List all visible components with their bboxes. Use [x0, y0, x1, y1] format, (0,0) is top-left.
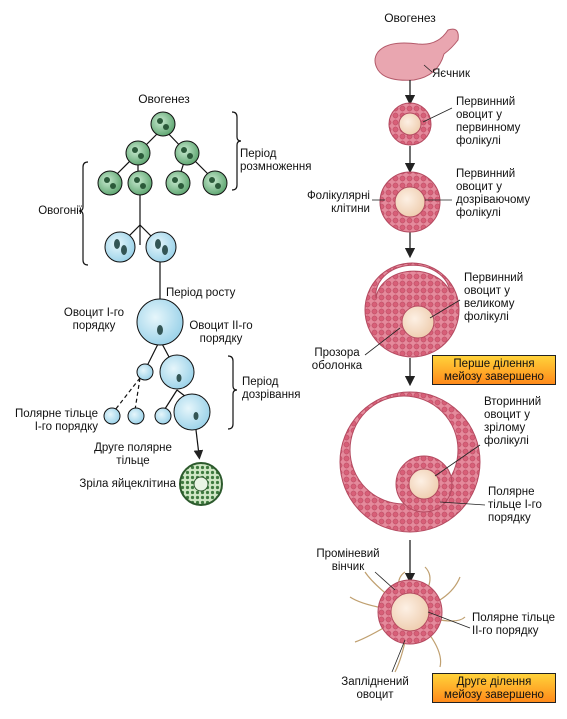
label-polar-body-1-left: Полярне тільце І-го порядку — [14, 408, 98, 433]
label-corona-radiata: Проміневий вінчик — [316, 548, 380, 573]
label-polar-body-2-right: Полярне тільце ІІ-го порядку — [472, 612, 556, 637]
label-secondary-oocyte-mature-follicle: Вторинний овоцит у зрілому фолікулі — [484, 396, 542, 447]
label-polar-body-1-right: Полярне тільце І-го порядку — [488, 486, 542, 524]
pointer-lines — [364, 64, 486, 673]
label-oocyte-2: Овоцит ІІ-го порядку — [189, 320, 253, 345]
ovary-shape — [374, 28, 459, 81]
label-mature-egg: Зріла яйцеклітина — [79, 478, 176, 490]
label-primary-oocyte-maturing-follicle: Первинний овоцит у дозріваючому фолікулі — [456, 168, 531, 219]
label-period-multiplication: Період розмноження — [240, 148, 312, 173]
label-ovary: Яєчник — [432, 68, 470, 80]
label-follicular-cells: Фолікулярні клітини — [306, 190, 370, 215]
left-nuclei — [104, 118, 221, 420]
label-zona-pellucida: Прозора оболонка — [311, 347, 363, 372]
label-fertilized-oocyte: Запліднений овоцит — [341, 676, 409, 701]
label-oocyte-1: Овоцит І-го порядку — [63, 307, 125, 332]
label-primary-oocyte-large-follicle: Первинний овоцит у великому фолікулі — [464, 272, 524, 323]
left-title: Овогенез — [138, 92, 190, 106]
badge-second-division: Друге ділення мейозу завершено — [432, 673, 556, 703]
left-cells — [97, 111, 228, 506]
left-scheme — [78, 111, 242, 460]
label-period-growth: Період росту — [166, 287, 236, 299]
label-primary-oocyte-primary-follicle: Первинний овоцит у первинному фолікулі — [456, 96, 521, 147]
label-oogonia: Овогонії — [38, 205, 82, 217]
label-period-maturation: Період дозрівання — [242, 376, 301, 401]
badge-first-division: Перше ділення мейозу завершено — [432, 355, 556, 385]
label-polar-body-2-left: Друге полярне тільце — [94, 442, 172, 467]
right-title: Овогенез — [384, 11, 436, 25]
